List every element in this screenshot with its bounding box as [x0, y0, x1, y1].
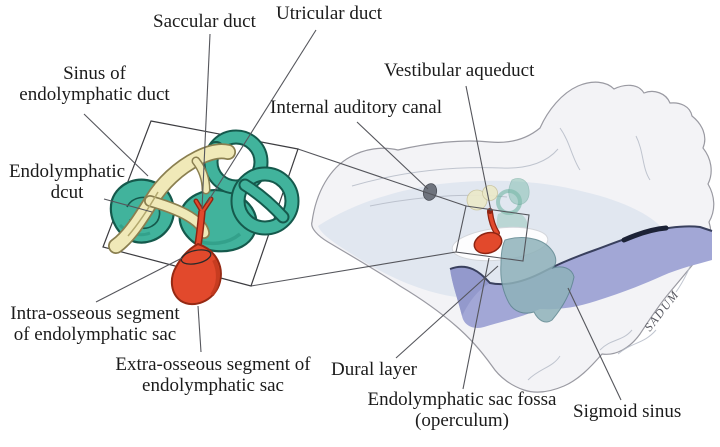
leader-extra-osseous	[197, 305, 202, 353]
label-sigmoid-sinus: Sigmoid sinus	[573, 401, 682, 422]
label-line: endolymphatic sac	[142, 375, 284, 396]
label-utricular-duct: Utricular duct	[276, 3, 383, 24]
label-line: (operculum)	[415, 410, 509, 431]
label-endolymphatic-duct: Endolymphatic dcut	[2, 161, 132, 203]
connector-lines	[250, 148, 467, 287]
label-endolymphatic-sac-fossa: Endolymphatic sac fossa (operculum)	[358, 389, 566, 431]
label-line: Endolymphatic sac fossa	[367, 389, 557, 410]
label-sinus-of-endolymphatic-duct: Sinus of endolymphatic duct	[12, 63, 177, 105]
temporal-bone-illustration: SADUM	[311, 81, 715, 393]
endolymphatic-sac-in-bone	[473, 208, 503, 255]
label-extra-osseous-segment: Extra-osseous segment of endolymphatic s…	[106, 354, 320, 396]
label-line: endolymphatic duct	[19, 84, 170, 105]
semicircular-canals	[203, 129, 300, 236]
label-saccular-duct: Saccular duct	[153, 11, 256, 32]
leader-lines	[83, 29, 622, 401]
leader-vestibular-aqueduct	[465, 85, 492, 212]
label-line: Extra-osseous segment of	[115, 354, 311, 375]
leader-sigmoid-sinus	[567, 287, 622, 401]
label-vestibular-aqueduct: Vestibular aqueduct	[384, 60, 535, 81]
leader-sinus	[83, 113, 149, 177]
leader-dural-layer	[395, 265, 499, 359]
leader-utricular-duct	[206, 29, 317, 204]
label-line: Endolymphatic	[8, 161, 126, 182]
label-line: of endolymphatic sac	[13, 324, 177, 345]
bone-texture-lines	[351, 127, 699, 381]
magnification-box-right	[455, 205, 530, 262]
dural-layer-patch	[500, 237, 575, 323]
label-line: Sinus of	[63, 63, 126, 84]
label-internal-auditory-canal: Internal auditory canal	[270, 97, 442, 118]
label-line: Intra-osseous segment	[10, 303, 180, 324]
label-dural-layer: Dural layer	[331, 359, 417, 380]
leader-intra-osseous	[95, 257, 183, 303]
label-line: dcut	[50, 182, 84, 203]
leader-saccular-duct	[201, 33, 211, 210]
leader-fossa	[462, 257, 490, 390]
leader-endolymphatic-duct	[103, 198, 153, 213]
leader-internal-auditory-canal	[356, 121, 429, 190]
intra-osseous-ring	[180, 249, 212, 265]
inner-ear-magnified-illustration	[108, 129, 300, 306]
label-intra-osseous-segment: Intra-osseous segment of endolymphatic s…	[0, 303, 190, 345]
